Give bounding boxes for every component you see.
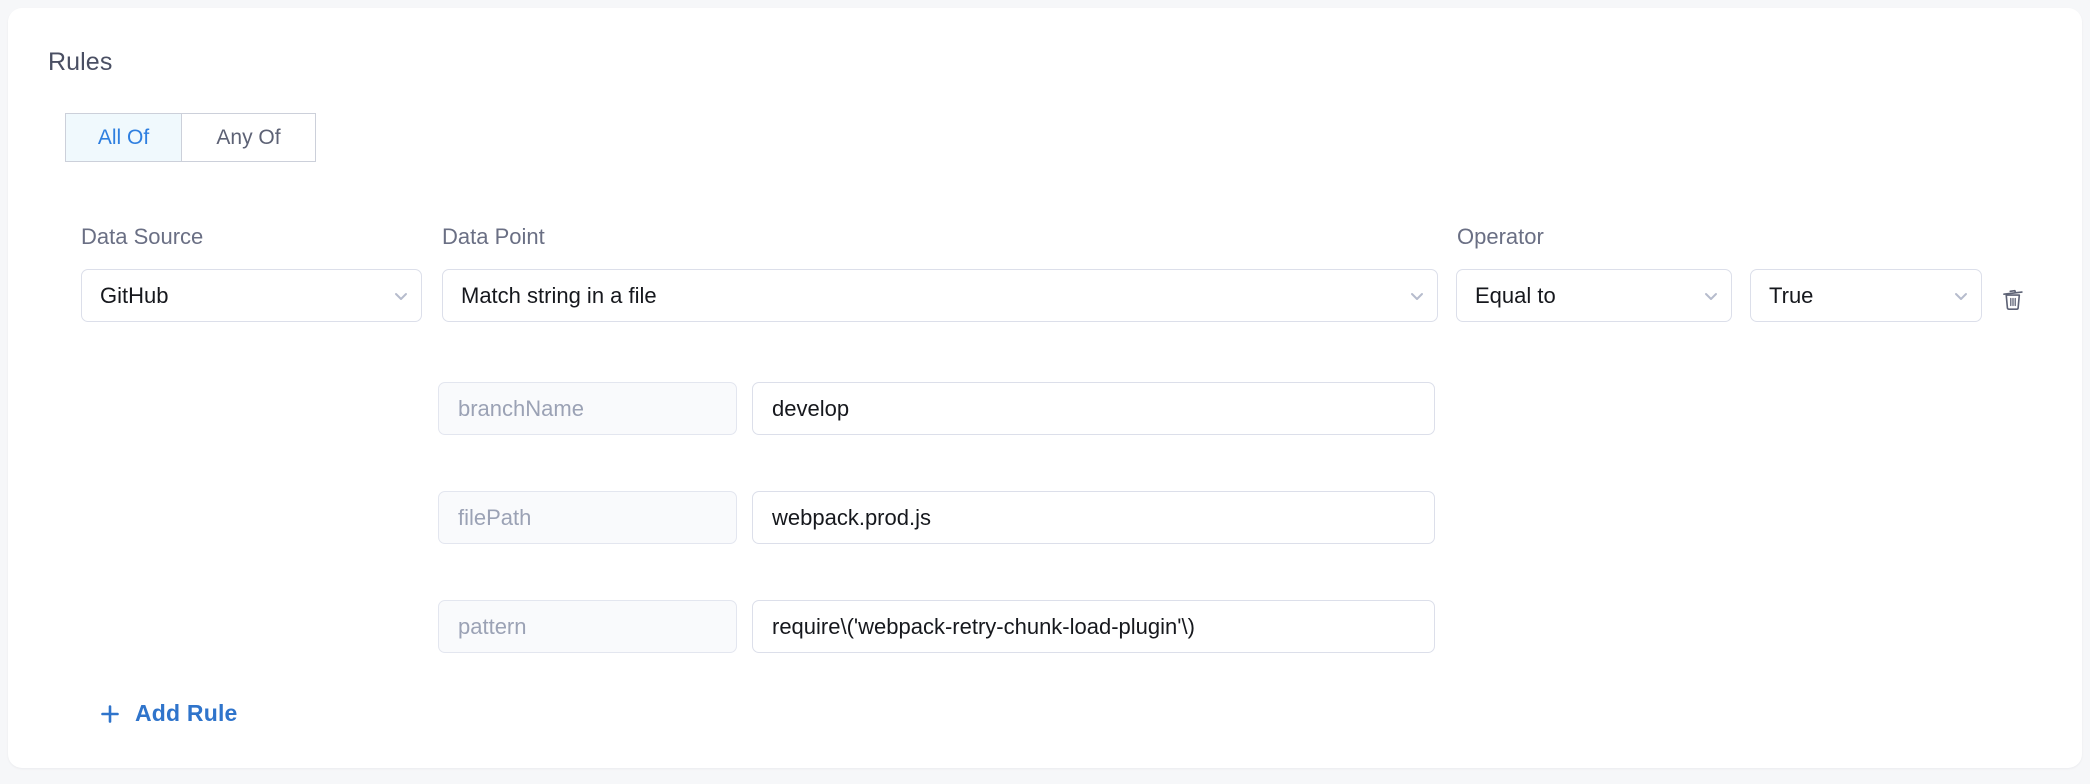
parameter-row: pattern require\('webpack-retry-chunk-lo…	[438, 600, 1435, 653]
parameter-key-field[interactable]: filePath	[438, 491, 737, 544]
rules-card: Rules All Of Any Of Data Source Data Poi…	[8, 8, 2082, 768]
add-rule-label: Add Rule	[135, 700, 238, 726]
comparison-value: True	[1769, 282, 1814, 308]
data-point-column-label: Data Point	[442, 224, 545, 249]
chevron-down-icon	[381, 286, 421, 306]
match-type-toggle-group: All Of Any Of	[65, 113, 316, 162]
parameter-row: branchName develop	[438, 382, 1435, 435]
data-source-column-label: Data Source	[81, 224, 204, 249]
parameter-value-field[interactable]: develop	[752, 382, 1435, 435]
chevron-down-icon	[1941, 286, 1981, 306]
data-source-value: GitHub	[100, 282, 169, 308]
plus-icon	[98, 702, 122, 726]
parameter-value-field[interactable]: webpack.prod.js	[752, 491, 1435, 544]
data-point-select[interactable]: Match string in a file	[442, 269, 1438, 322]
data-point-value: Match string in a file	[461, 282, 657, 308]
data-source-select[interactable]: GitHub	[81, 269, 422, 322]
chevron-down-icon	[1397, 286, 1437, 306]
operator-value: Equal to	[1475, 282, 1556, 308]
toggle-any-of[interactable]: Any Of	[181, 113, 316, 162]
chevron-down-icon	[1691, 286, 1731, 306]
operator-select[interactable]: Equal to	[1456, 269, 1732, 322]
parameter-row: filePath webpack.prod.js	[438, 491, 1435, 544]
page-title: Rules	[48, 48, 113, 76]
delete-rule-button[interactable]	[1993, 280, 2033, 320]
trash-icon	[1999, 285, 2027, 316]
parameter-key-field[interactable]: branchName	[438, 382, 737, 435]
toggle-all-of[interactable]: All Of	[65, 113, 181, 162]
operator-column-label: Operator	[1457, 224, 1544, 249]
parameter-key-field[interactable]: pattern	[438, 600, 737, 653]
comparison-value-select[interactable]: True	[1750, 269, 1982, 322]
parameter-value-field[interactable]: require\('webpack-retry-chunk-load-plugi…	[752, 600, 1435, 653]
add-rule-button[interactable]: Add Rule	[98, 700, 238, 727]
